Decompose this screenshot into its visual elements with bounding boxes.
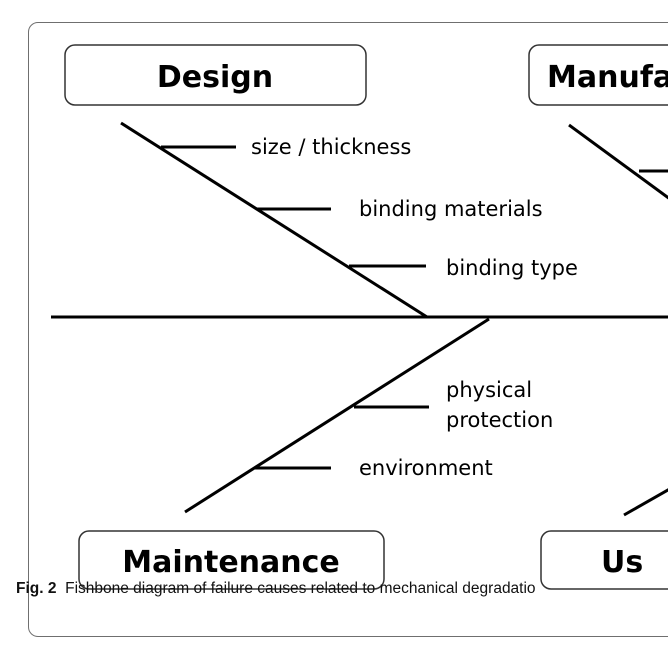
design-cause-3: binding type [446,256,578,280]
caption-label: Fig. 2 [16,580,57,597]
figure-caption: Fig. 2 Fishbone diagram of failure cause… [16,580,668,598]
design-bone [120,121,428,319]
design-box [64,44,367,106]
use-label: Us [601,545,643,580]
maintenance-box [78,530,385,590]
fishbone-diagram: Design Manufa Maintenance Us size / thic… [51,44,668,590]
maintenance-cause-1-line2: protection [446,408,553,432]
maintenance-cause-2: environment [359,456,493,480]
design-cause-2: binding materials [359,197,543,221]
manufacturing-bone [568,123,668,200]
figure-frame: Design Manufa Maintenance Us size / thic… [28,22,668,637]
manufacturing-box [528,44,668,106]
use-box [540,530,668,590]
maintenance-bone [184,317,490,514]
manufacturing-label: Manufa [547,60,668,95]
caption-text: Fishbone diagram of failure causes relat… [65,580,536,597]
design-label: Design [157,60,273,95]
design-cause-1: size / thickness [251,135,411,159]
maintenance-label: Maintenance [122,545,340,580]
use-bone [623,488,668,517]
maintenance-cause-1-line1: physical [446,378,532,402]
